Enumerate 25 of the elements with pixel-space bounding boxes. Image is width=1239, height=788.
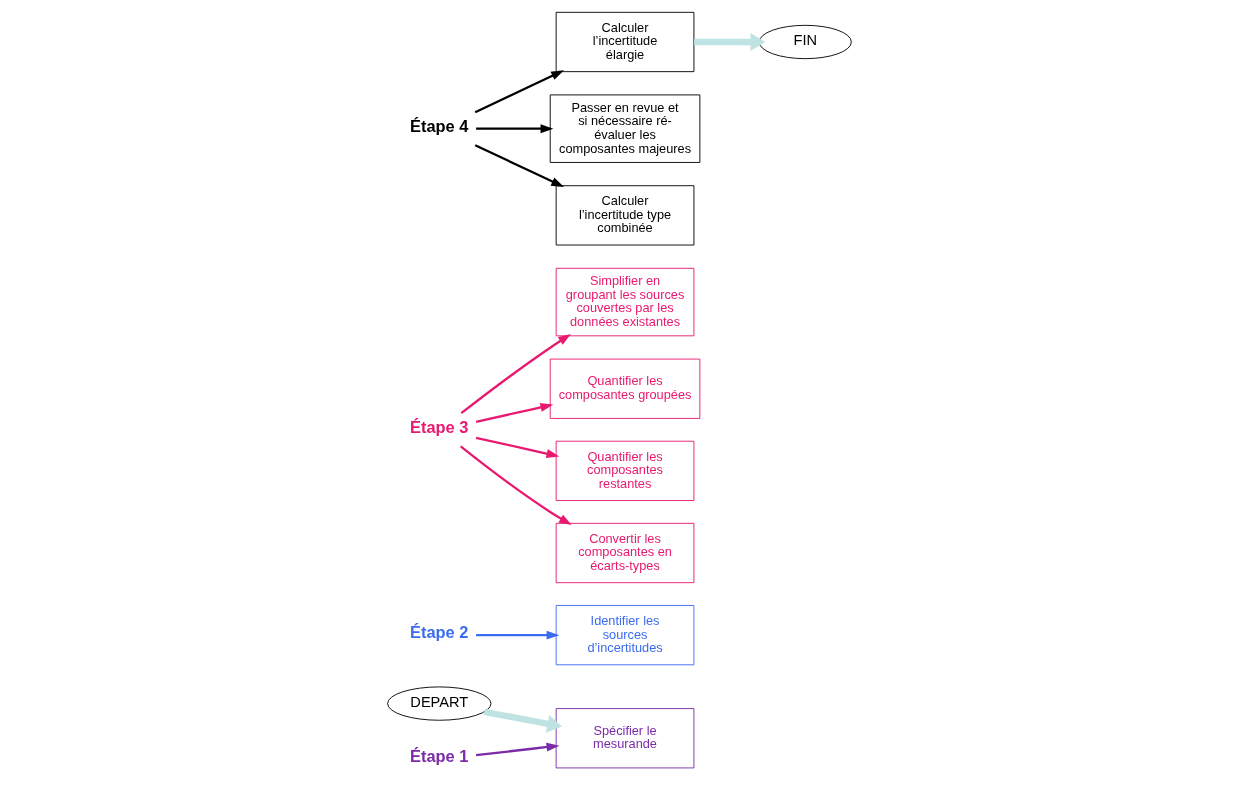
node-text: Étape 2 xyxy=(410,623,469,642)
node-box: Passer en revue et si nécessaire ré-évaluer les composantes majeures xyxy=(549,94,701,163)
node-box: Quantifier les composantes groupées xyxy=(549,358,701,419)
node-ellipse: FIN xyxy=(758,24,852,60)
node-text: Étape 3 xyxy=(410,417,469,436)
node-box: Quantifier les composantes restantes xyxy=(555,440,695,501)
node-box: Spécifier le mesurande xyxy=(555,708,695,769)
arrow xyxy=(476,630,560,640)
node-text: Étape 1 xyxy=(410,747,469,766)
arrow xyxy=(476,124,554,134)
node-box: Calculer l’incertitude type combinée xyxy=(555,185,695,246)
arrow xyxy=(459,445,572,526)
arrow xyxy=(475,403,554,423)
arrow xyxy=(475,742,560,757)
node-box: Convertir les composantes en écarts-types xyxy=(555,522,695,584)
node-ellipse: DEPART xyxy=(387,686,492,721)
arrow xyxy=(475,436,560,458)
node-text: Étape 4 xyxy=(410,116,469,135)
arrow xyxy=(474,70,565,114)
arrow xyxy=(474,144,565,188)
arrow xyxy=(483,708,562,733)
node-box: Calculer l’incertitude élargie xyxy=(555,11,695,73)
node-box: Identifier les sources d’incertitudes xyxy=(555,605,695,666)
node-box: Simplifier en groupant les sources couvertes par les données existantes xyxy=(555,267,695,337)
arrow xyxy=(460,334,571,415)
